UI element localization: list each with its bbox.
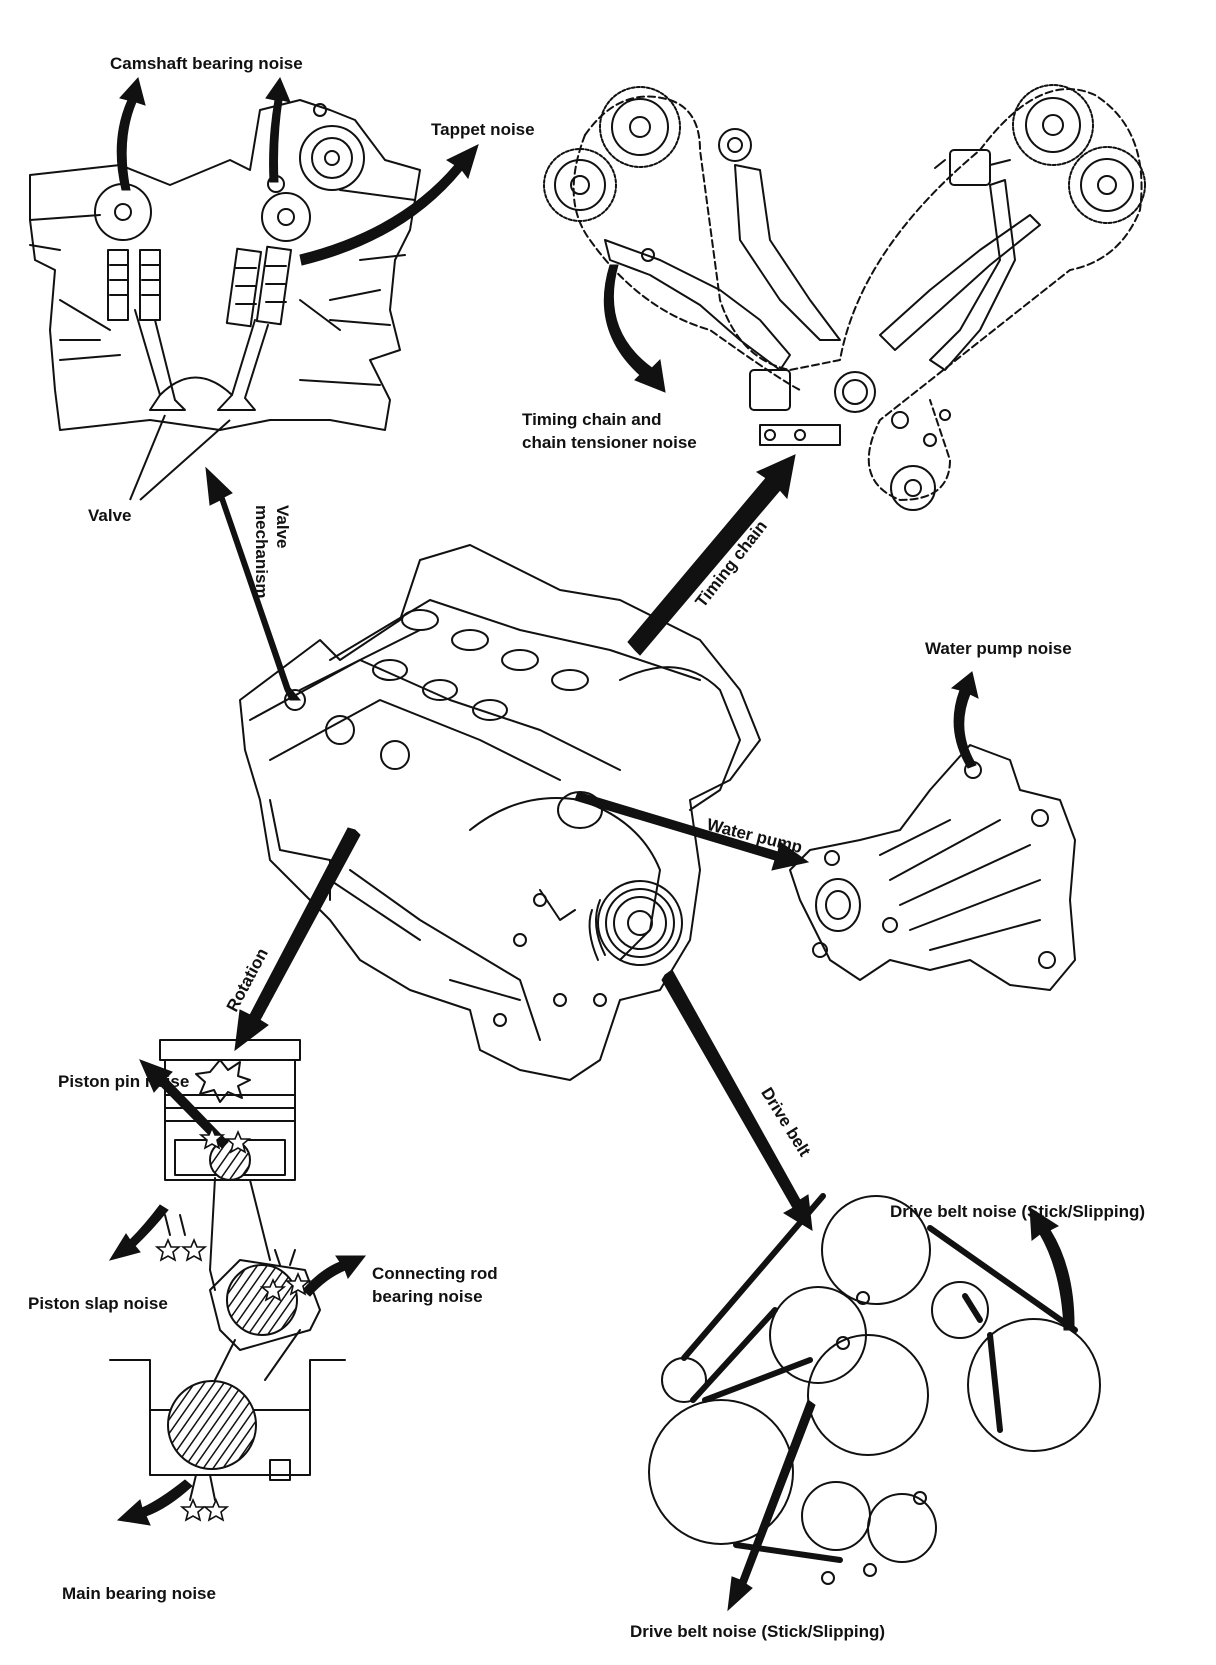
- camshaft-bearing-noise-label: Camshaft bearing noise: [110, 54, 303, 73]
- valve-mechanism-label-line2: mechanism: [252, 505, 271, 599]
- water-pump-noise-label: Water pump noise: [925, 639, 1072, 658]
- water-pump-drawing: [789, 744, 1076, 991]
- valve-leader-lines: [129, 414, 231, 501]
- drive-belt-layout: [648, 1193, 1101, 1585]
- piston-assembly: [109, 1039, 346, 1501]
- engine-block: [239, 544, 761, 1081]
- cylinder-head-section: [29, 99, 421, 431]
- tappet-noise-label: Tappet noise: [431, 120, 535, 139]
- drive-belt-noise-top-label: Drive belt noise (Stick/Slipping): [890, 1202, 1146, 1221]
- connecting-rod-label-line1: Connecting rod: [372, 1264, 498, 1283]
- valve-label: Valve: [88, 506, 132, 525]
- piston-pin-noise-label: Piston pin noise: [58, 1072, 190, 1091]
- drive-belt-noise-bottom-label: Drive belt noise (Stick/Slipping): [630, 1622, 886, 1641]
- main-bearing-noise-label: Main bearing noise: [62, 1584, 216, 1603]
- arrows: [108, 76, 1075, 1612]
- noise-stars: [154, 1125, 312, 1522]
- timing-chain-noise-label-line2: chain tensioner noise: [522, 433, 697, 452]
- valve-mechanism-label-line1: Valve: [273, 505, 292, 549]
- timing-chain-assembly: [543, 84, 1146, 511]
- connecting-rod-label-line2: bearing noise: [372, 1287, 483, 1306]
- timing-chain-noise-label-line1: Timing chain and: [522, 410, 662, 429]
- piston-slap-noise-label: Piston slap noise: [28, 1294, 168, 1313]
